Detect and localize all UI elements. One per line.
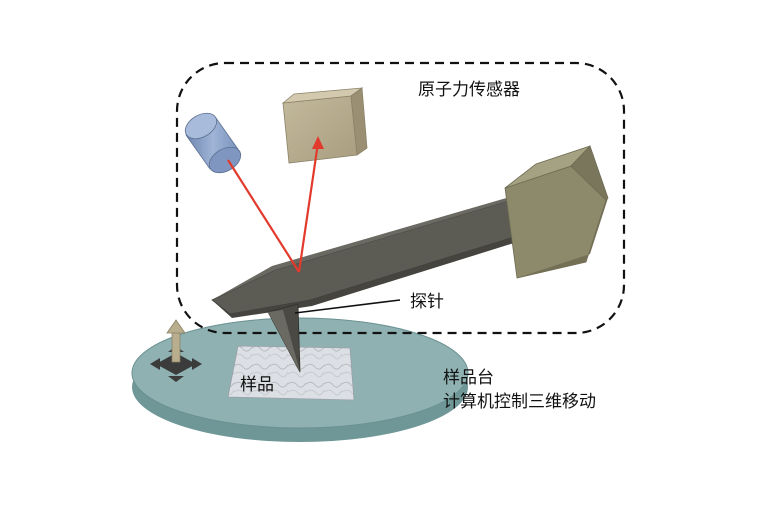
mount-block: [504, 145, 609, 279]
xyz-move-icon: [150, 319, 202, 382]
stage-control-label: 计算机控制三维移动: [443, 392, 596, 412]
probe-tip: [267, 303, 301, 373]
laser-source-icon: [184, 112, 242, 174]
laser-incident-beam: [227, 159, 300, 273]
afm-sensor-boundary: [175, 61, 626, 335]
laser-reflected-beam: [297, 142, 320, 273]
laser-arrowhead: [312, 136, 324, 149]
cantilever: [211, 194, 531, 318]
probe-label: 探针: [410, 292, 444, 312]
stage-label: 样品台: [443, 368, 494, 388]
laser-beam: [227, 136, 324, 273]
probe-leader-line: [294, 299, 401, 314]
sample-label: 样品: [240, 375, 274, 395]
afm-sensor-label: 原子力传感器: [418, 80, 520, 100]
sample-plate: [227, 345, 355, 401]
photodetector-icon: [281, 87, 368, 164]
